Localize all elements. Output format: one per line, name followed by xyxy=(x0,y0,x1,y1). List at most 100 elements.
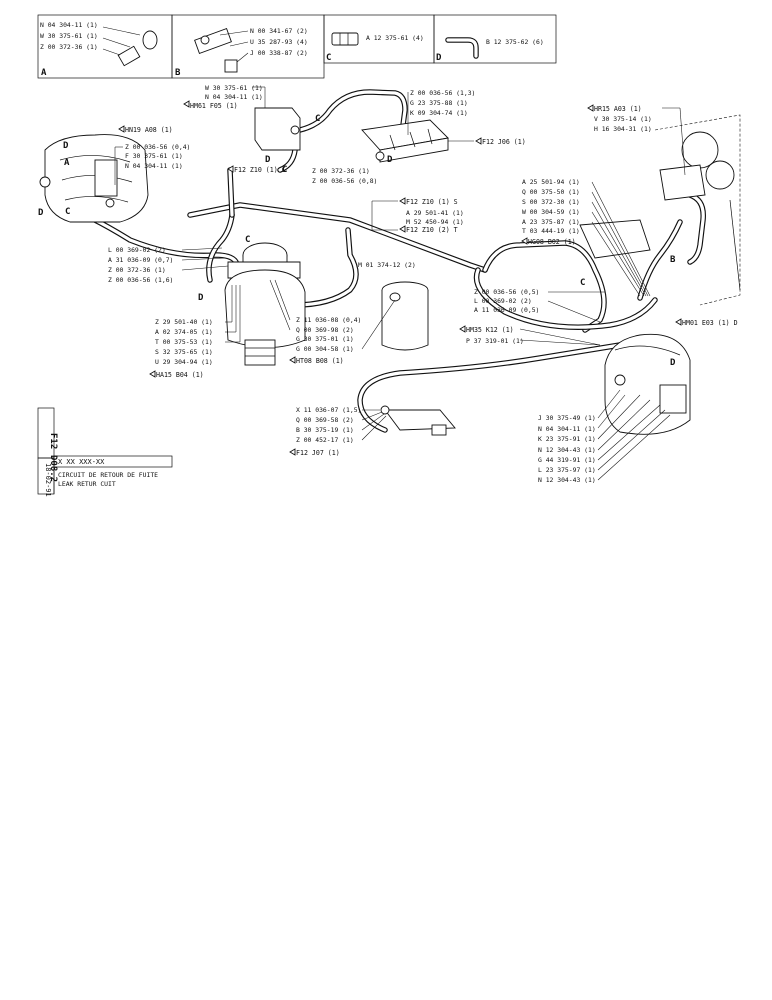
inset-a-part-1: N 04 304-11 (1) xyxy=(40,21,98,29)
left-part-4: Z 00 036-56 (1,6) xyxy=(108,276,173,284)
lower-center-part-1: Z 11 036-08 (0,4) xyxy=(296,316,361,324)
arrow-left-icon xyxy=(149,370,156,378)
elbow-90-fitting-icon xyxy=(445,37,479,59)
bottom-center-part-4: Z 00 452-17 (1) xyxy=(296,436,354,444)
hn19-part-2: F 30 375-61 (1) xyxy=(125,152,183,160)
detail-d-1: D xyxy=(63,141,69,151)
arrow-left-icon xyxy=(289,448,296,456)
page-code: D08.2 xyxy=(48,455,58,482)
f12-z10-c-ref: F12 Z10 (1) C xyxy=(234,166,286,174)
engine-left-assembly xyxy=(39,134,149,223)
detail-d-2: D xyxy=(38,208,44,218)
left-part-3: Z 00 372-36 (1) xyxy=(108,266,166,274)
inset-b-part-2: U 35 287-93 (4) xyxy=(250,38,308,46)
right-part-1: A 25 501-94 (1) xyxy=(522,178,580,186)
ht08-filter xyxy=(381,281,429,351)
f12-j07-ref: F12 J07 (1) xyxy=(296,449,340,457)
title-en: LEAK RETUR CUIT xyxy=(58,480,116,488)
center-part-2: M 52 450-94 (1) xyxy=(406,218,464,226)
detail-c-2: C xyxy=(315,114,320,124)
group-code: F12 xyxy=(48,433,58,449)
f12-j07-bracket xyxy=(380,405,456,436)
inset-a-part-2: W 30 375-61 (1) xyxy=(40,32,98,40)
arrow-left-icon xyxy=(587,104,594,112)
arrow-left-icon xyxy=(183,100,190,108)
inset-d-part-1: B 12 375-62 (6) xyxy=(486,38,544,46)
straight-fitting-icon xyxy=(331,32,359,46)
right-mid-part-1: Z 00 036-56 (0,5) xyxy=(474,288,539,296)
inset-a-letter: A xyxy=(41,68,47,78)
arrow-left-icon xyxy=(459,325,466,333)
f12-j06-ref: F12 J06 (1) xyxy=(482,138,526,146)
lower-left-part-4: S 32 375-65 (1) xyxy=(155,348,213,356)
f12-z10-s-ref: F12 Z10 (1) S xyxy=(406,198,458,206)
hm61-part-1: W 30 375-61 (1) xyxy=(205,84,263,92)
inset-c-part-1: A 12 375-61 (4) xyxy=(366,34,424,42)
arrow-left-icon xyxy=(118,125,125,133)
lower-center-part-3: G 30 375-01 (1) xyxy=(296,335,354,343)
top-mid-part-1: Z 00 036-56 (1,3) xyxy=(410,89,475,97)
hr15-ref: HR15 A03 (1) xyxy=(594,105,642,113)
m01-ref: M 01 374-12 (2) xyxy=(358,261,416,269)
arrow-left-icon xyxy=(399,197,406,205)
lower-left-part-1: Z 29 501-40 (1) xyxy=(155,318,213,326)
detail-d-3: D xyxy=(265,155,271,165)
top-mid-part-3: K 09 304-74 (1) xyxy=(410,109,468,117)
right-part-2: Q 00 375-50 (1) xyxy=(522,188,580,196)
inset-d: B 12 375-62 (6) D xyxy=(433,14,557,64)
arrow-left-icon xyxy=(675,318,682,326)
ha15-ref: HA15 B04 (1) xyxy=(156,371,204,379)
hn19-part-1: Z 00 036-56 (0,4) xyxy=(125,143,190,151)
right-mid-part-2: L 00 369-02 (2) xyxy=(474,297,532,305)
arrow-left-icon xyxy=(521,237,528,245)
p37-ref: P 37 319-01 (1) xyxy=(466,337,524,345)
detail-d-4: D xyxy=(387,155,393,165)
lower-center-part-2: Q 00 369-98 (2) xyxy=(296,326,354,334)
hr15-part-1: V 30 375-14 (1) xyxy=(594,115,652,123)
ha15-motor xyxy=(224,269,306,366)
hydraulic-tank-right xyxy=(579,114,741,306)
right-part-6: T 03 444-19 (1) xyxy=(522,227,580,235)
inset-a-part-3: Z 00 372-36 (1) xyxy=(40,43,98,51)
bottom-right-part-4: N 12 304-43 (1) xyxy=(538,446,596,454)
detail-c-3: C xyxy=(282,165,287,175)
arrow-left-icon xyxy=(399,225,406,233)
bottom-center-part-1: X 11 036-07 (1,5) xyxy=(296,406,361,414)
inset-b-part-3: J 00 338-87 (2) xyxy=(250,49,308,57)
inset-c-letter: C xyxy=(326,53,331,63)
mid-top-part-1: Z 00 372-36 (1) xyxy=(312,167,370,175)
valve-block-top xyxy=(361,119,449,163)
lower-left-part-3: T 00 375-53 (1) xyxy=(155,338,213,346)
right-part-3: S 00 372-30 (1) xyxy=(522,198,580,206)
bottom-right-part-1: J 30 375-49 (1) xyxy=(538,414,596,422)
lower-left-part-2: A 02 374-05 (1) xyxy=(155,328,213,336)
bottom-center-part-3: B 30 375-19 (1) xyxy=(296,426,354,434)
bottom-right-part-2: N 04 304-11 (1) xyxy=(538,425,596,433)
reference-code: X XX XXX-XX xyxy=(58,458,105,466)
bottom-right-part-6: L 23 375-97 (1) xyxy=(538,466,596,474)
detail-c-5: C xyxy=(580,278,585,288)
arrow-left-icon xyxy=(227,165,234,173)
detail-a-1: A xyxy=(64,158,70,168)
left-part-2: A 31 036-09 (0,7) xyxy=(108,256,173,264)
detail-d-6: D xyxy=(670,358,676,368)
bottom-center-part-2: Q 00 369-58 (2) xyxy=(296,416,354,424)
bottom-right-part-7: N 12 304-43 (1) xyxy=(538,476,596,484)
hg08-ref: HG08 B02 (1) xyxy=(528,238,576,246)
inset-b: N 00 341-67 (2) U 35 287-93 (4) J 00 338… xyxy=(171,14,325,79)
inset-b-part-1: N 00 341-67 (2) xyxy=(250,27,308,35)
inset-d-letter: D xyxy=(436,53,442,63)
hm35-ref: HM35 K12 (1) xyxy=(466,326,514,334)
arrow-left-icon xyxy=(289,356,296,364)
right-part-4: W 00 304-59 (1) xyxy=(522,208,580,216)
top-mid-part-2: G 23 375-88 (1) xyxy=(410,99,468,107)
hm01-ref: HM01 E03 (1) D xyxy=(682,319,738,327)
bottom-right-part-5: G 44 319-91 (1) xyxy=(538,456,596,464)
hm61-ref: HM61 F05 (1) xyxy=(190,102,238,110)
hm01-housing xyxy=(604,333,691,435)
arrow-left-icon xyxy=(475,137,482,145)
hm61-block xyxy=(254,107,301,151)
revision-date: 18-02-91 xyxy=(44,463,52,497)
right-mid-part-3: A 11 036-09 (0,5) xyxy=(474,306,539,314)
